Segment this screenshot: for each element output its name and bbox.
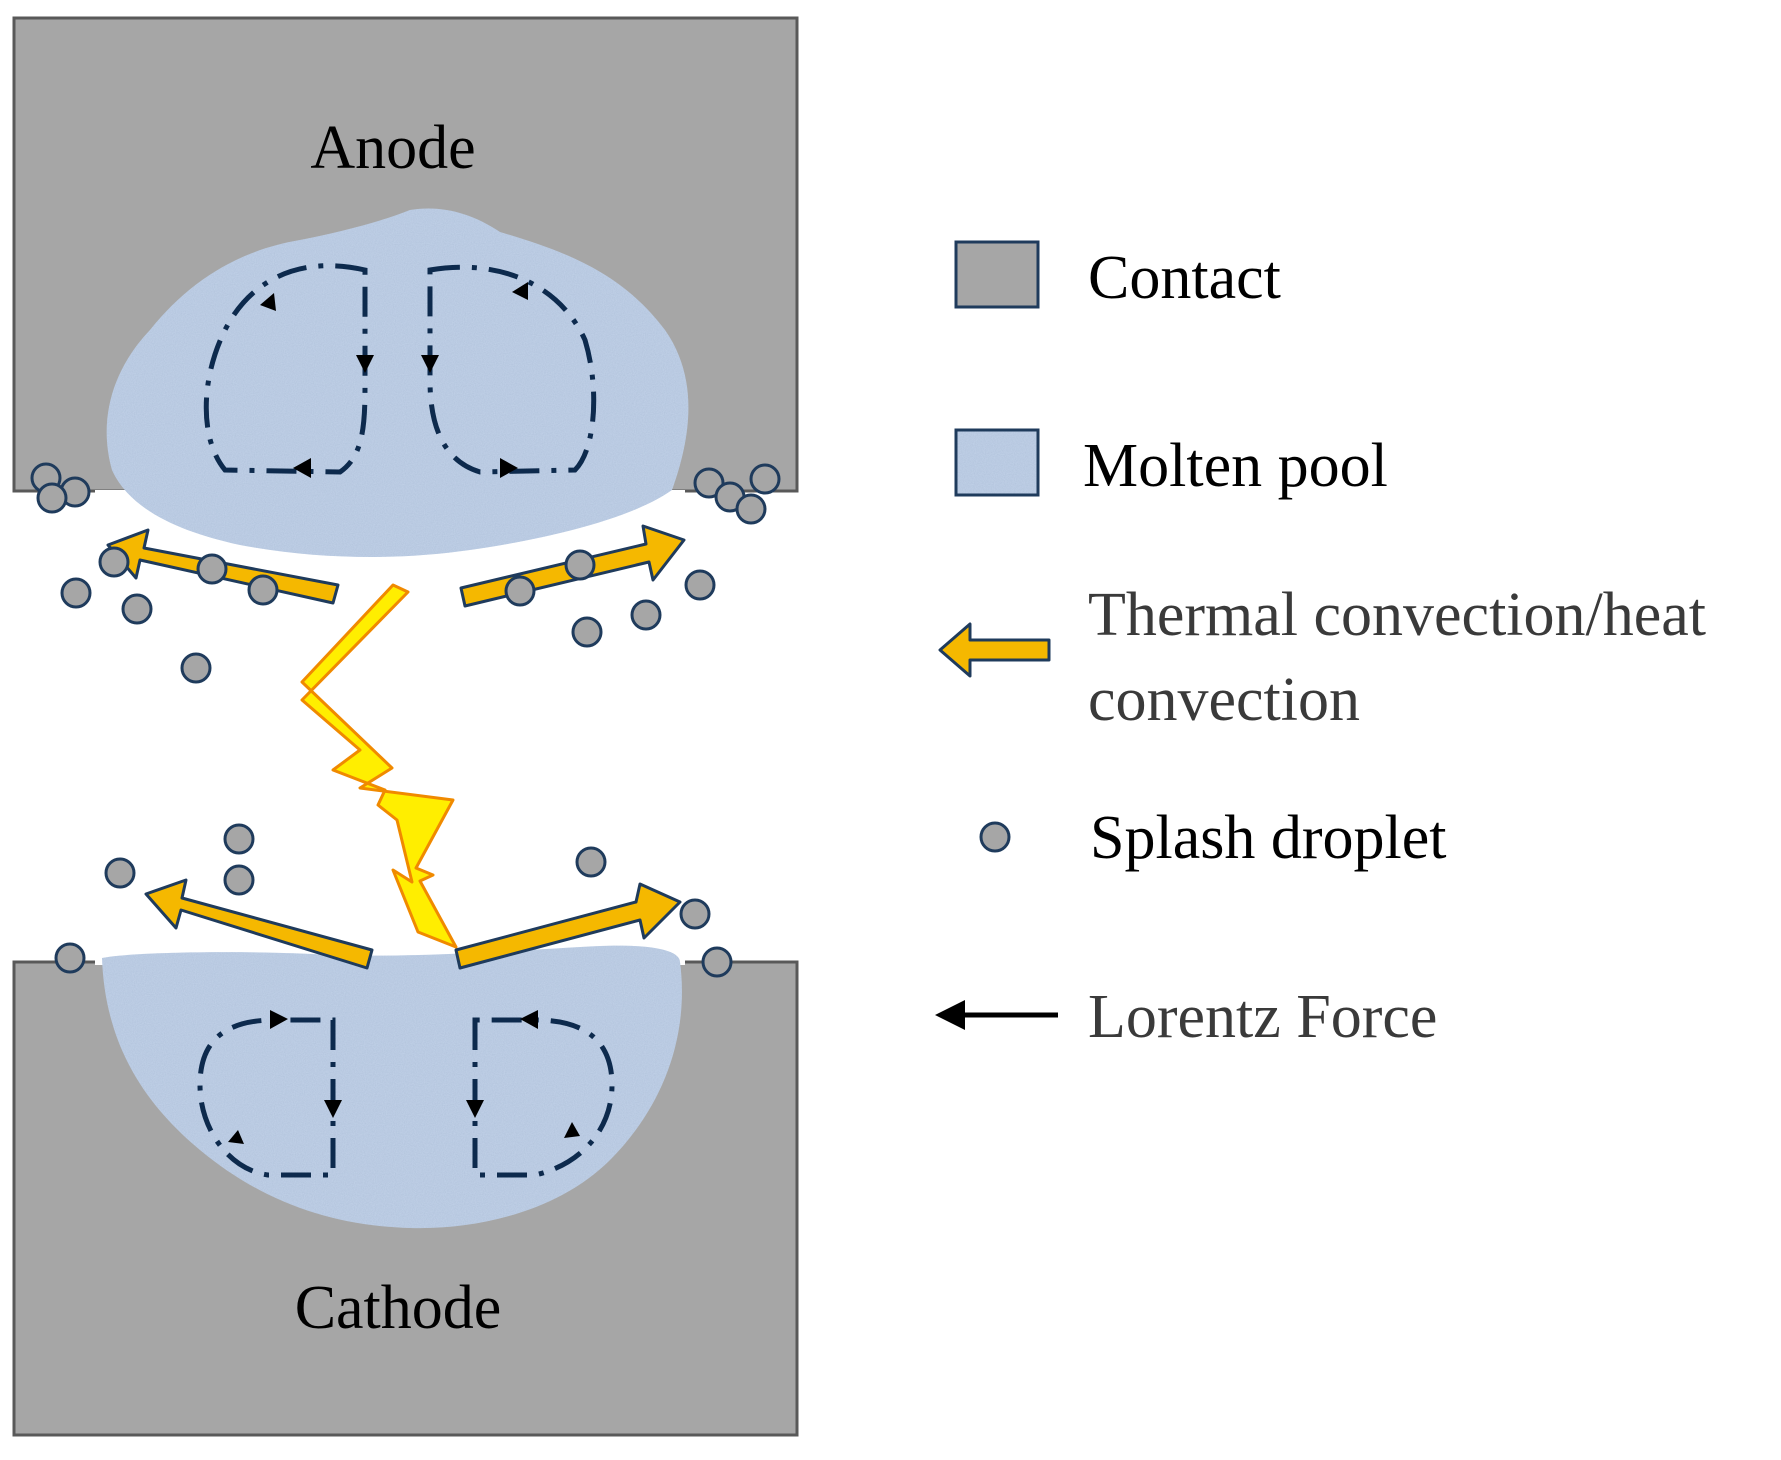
anode-label: Anode bbox=[310, 114, 475, 182]
splash-droplet bbox=[564, 549, 596, 581]
thermal-arrow-lower-left bbox=[144, 878, 374, 970]
splash-droplet bbox=[749, 463, 781, 495]
legend-thermal-label-line2: convection bbox=[1088, 666, 1360, 734]
legend-lorentz-label: Lorentz Force bbox=[1088, 983, 1437, 1051]
splash-droplet bbox=[504, 575, 536, 607]
legend-molten-pool-swatch bbox=[956, 430, 1038, 495]
cathode-flow-arrowheads bbox=[228, 1010, 580, 1144]
legend-thermal-label-line1: Thermal convection/heat bbox=[1088, 581, 1706, 649]
splash-droplet bbox=[247, 574, 279, 606]
splash-droplet bbox=[701, 946, 733, 978]
anode-flow-loops bbox=[203, 263, 597, 475]
splash-droplets bbox=[30, 462, 781, 978]
splash-droplet bbox=[575, 846, 607, 878]
electric-arc bbox=[300, 583, 458, 949]
splash-droplet bbox=[196, 553, 228, 585]
splash-droplet bbox=[121, 593, 153, 625]
legend-contact-swatch bbox=[954, 240, 1040, 309]
splash-droplet bbox=[223, 823, 255, 855]
splash-droplet bbox=[223, 864, 255, 896]
cathode-label: Cathode bbox=[295, 1274, 502, 1342]
splash-droplet bbox=[693, 467, 725, 499]
splash-droplet bbox=[630, 599, 662, 631]
splash-droplet bbox=[180, 652, 212, 684]
legend: Contact Molten pool Thermal convection/h… bbox=[935, 240, 1706, 1051]
thermal-arrow-lower-right bbox=[454, 882, 682, 970]
legend-splash-label: Splash droplet bbox=[1090, 804, 1446, 872]
legend-splash-droplet bbox=[979, 821, 1011, 853]
legend-contact-label: Contact bbox=[1088, 244, 1281, 312]
splash-droplet bbox=[679, 898, 711, 930]
splash-droplet bbox=[98, 546, 130, 578]
legend-thermal-arrow bbox=[938, 622, 1051, 678]
legend-molten-pool-label: Molten pool bbox=[1083, 432, 1388, 500]
cathode-flow-loops bbox=[197, 1017, 615, 1178]
splash-droplet bbox=[54, 942, 86, 974]
anode-flow-arrowheads bbox=[260, 282, 528, 478]
splash-droplet bbox=[735, 493, 767, 525]
splash-droplet bbox=[571, 616, 603, 648]
splash-droplet bbox=[60, 577, 92, 609]
splash-droplet bbox=[36, 482, 68, 514]
splash-droplet bbox=[104, 857, 136, 889]
splash-droplet bbox=[684, 569, 716, 601]
